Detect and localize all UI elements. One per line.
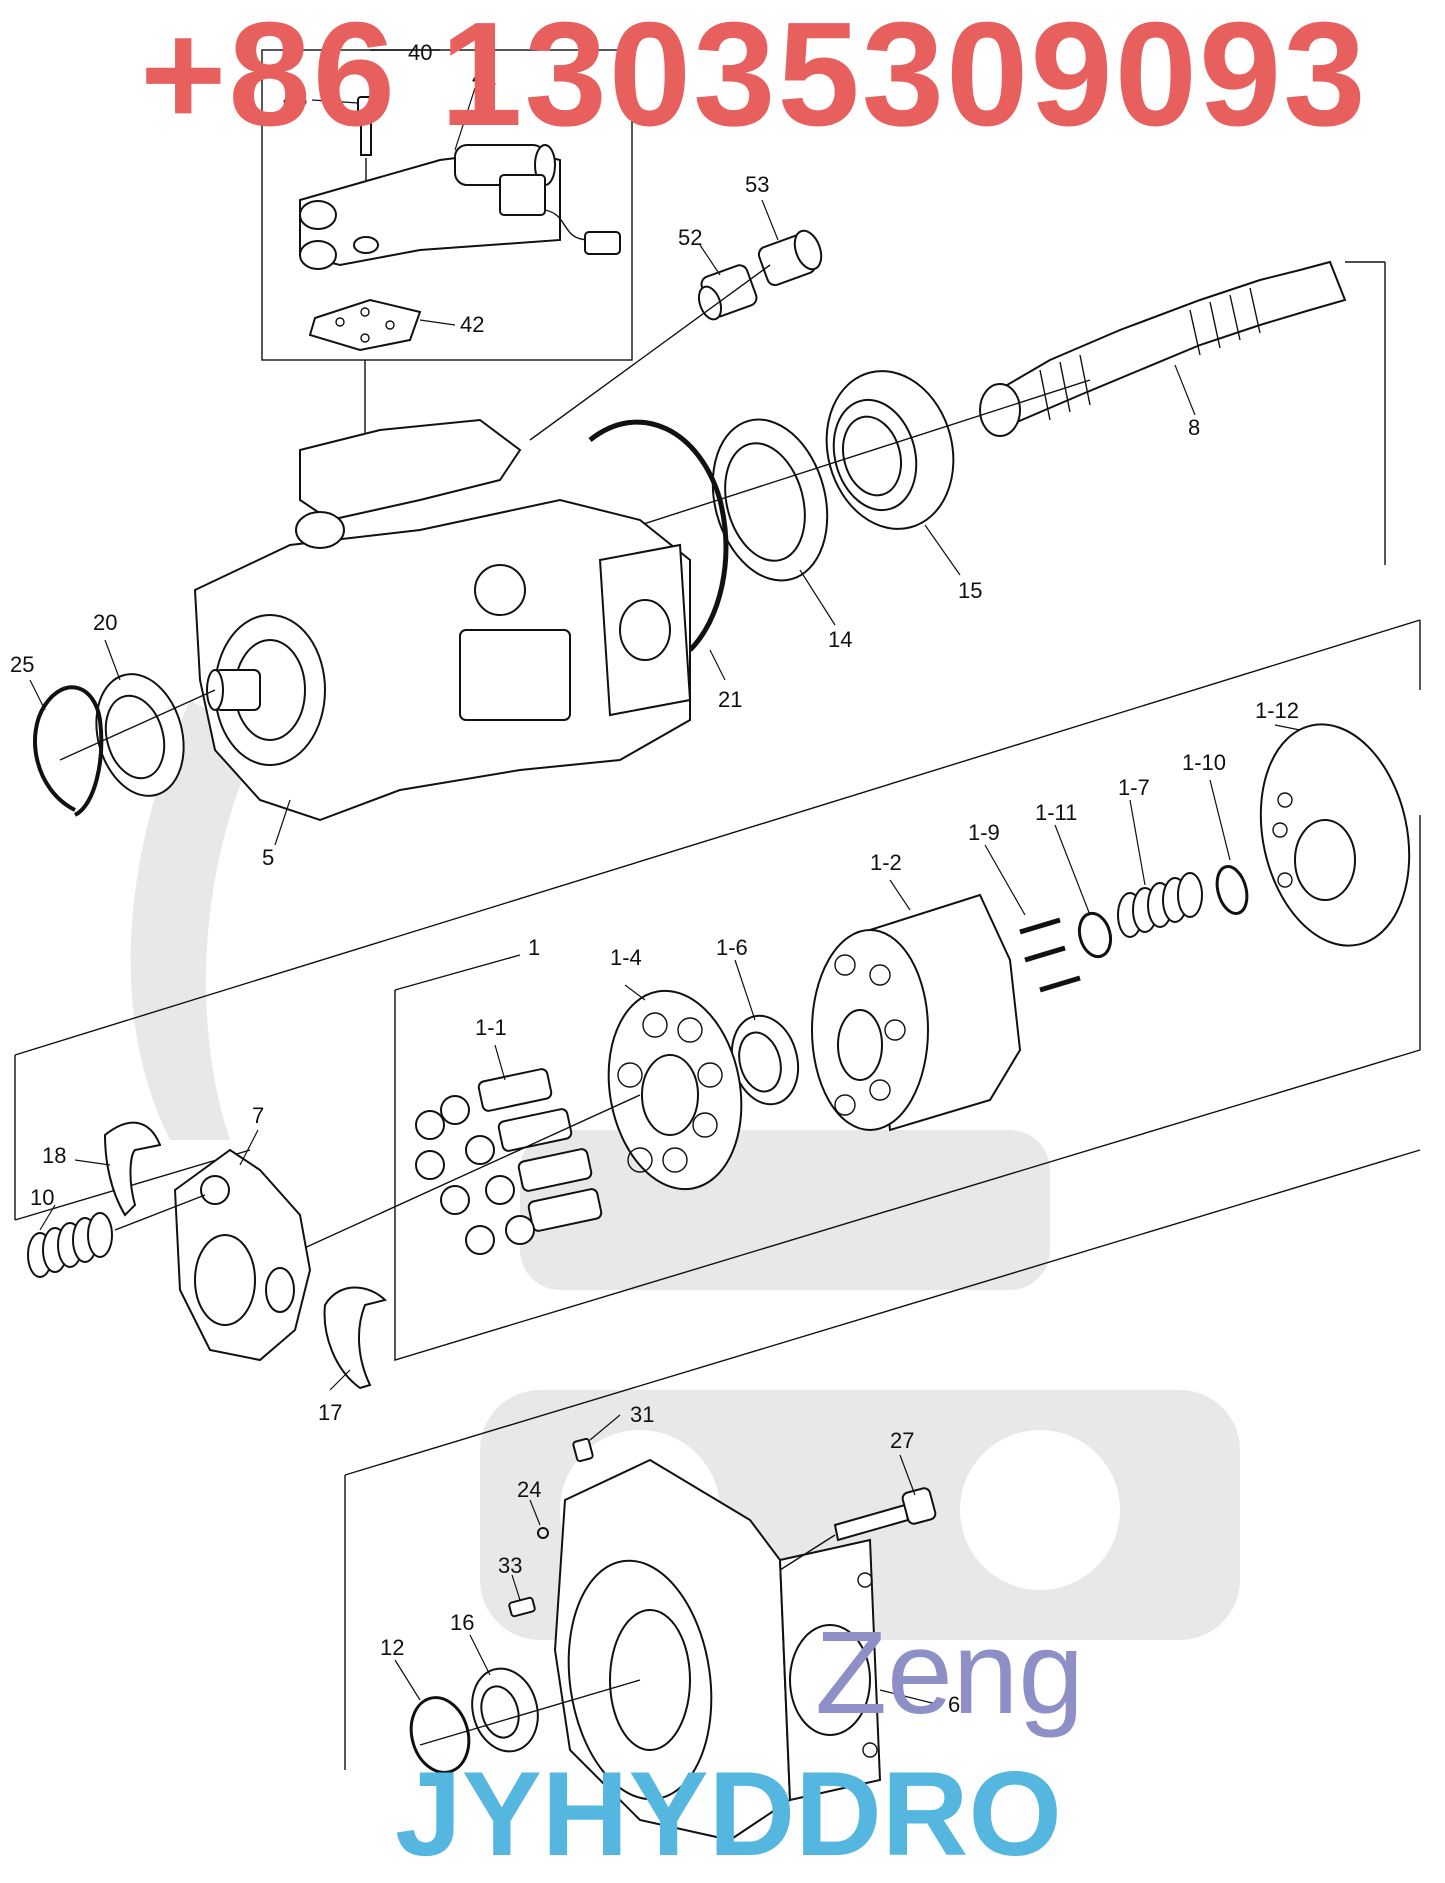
part-1-7-spring — [1117, 872, 1203, 938]
callout-20: 20 — [93, 610, 117, 635]
part-1-4-retainer-plate — [607, 989, 743, 1191]
part-1-2-cylinder-block — [811, 893, 1022, 1132]
callout-1-6: 1-6 — [716, 935, 748, 960]
part-1-9-pins — [1019, 917, 1081, 993]
callout-16: 16 — [450, 1610, 474, 1635]
callout-24: 24 — [517, 1477, 541, 1502]
brand-watermark: Zeng — [815, 1607, 1084, 1739]
callout-8: 8 — [1188, 415, 1200, 440]
part-14-seal — [711, 418, 829, 582]
callout-40: 40 — [408, 40, 432, 65]
callout-42: 42 — [460, 312, 484, 337]
part-33-pin — [508, 1596, 536, 1618]
part-1-1-pistons — [415, 1068, 603, 1255]
callout-1-11: 1-11 — [1035, 800, 1077, 825]
callout-18: 18 — [42, 1143, 66, 1168]
rotary-group-frame — [14, 619, 1421, 1361]
part-6-end-cover — [553, 1458, 882, 1842]
callout-1-12: 1-12 — [1255, 698, 1299, 723]
callout-52: 52 — [678, 225, 702, 250]
callout-25: 25 — [10, 652, 34, 677]
part-27-bolt — [779, 1487, 937, 1571]
part-41-control-valve — [299, 144, 621, 270]
part-18-bearing-shell — [103, 1121, 162, 1217]
part-1-10-ring — [1215, 865, 1249, 915]
callout-33: 33 — [498, 1553, 522, 1578]
part-25-snap-ring — [33, 685, 104, 817]
callout-6: 6 — [948, 1692, 960, 1717]
part-17-bearing-shell — [323, 1286, 387, 1390]
part-15-bearing — [825, 370, 955, 530]
part-5-pump-housing — [193, 418, 692, 822]
callout-1-4: 1-4 — [610, 945, 642, 970]
part-24-o-ring — [537, 1527, 549, 1539]
part-7-swashplate — [173, 1148, 312, 1362]
callout-1: 1 — [528, 935, 540, 960]
part-1-6-needle-bearing — [730, 1014, 800, 1106]
part-42-gasket — [308, 298, 422, 352]
callout-17: 17 — [318, 1400, 342, 1425]
part-12-snap-ring — [409, 1696, 471, 1774]
callout-41: 41 — [472, 65, 496, 90]
valve-group-frame — [261, 49, 633, 440]
callout-12: 12 — [380, 1635, 404, 1660]
callout-5: 5 — [262, 845, 274, 870]
callout-15: 15 — [958, 578, 982, 603]
part-20-bearing-ring — [95, 673, 185, 797]
company-watermark: JYHYDDRO — [395, 1747, 1062, 1881]
part-10-spring — [27, 1194, 206, 1278]
callout-43: 43 — [283, 86, 307, 111]
callout-27: 27 — [890, 1428, 914, 1453]
callout-53: 53 — [745, 172, 769, 197]
callout-labels: 40 41 43 42 53 52 8 15 14 21 20 25 5 1-1… — [10, 40, 1299, 1717]
callout-1-1: 1-1 — [475, 1015, 507, 1040]
part-52-sleeve — [697, 264, 758, 321]
callout-1-10: 1-10 — [1182, 750, 1226, 775]
part-53-plug — [757, 229, 823, 287]
callout-7: 7 — [252, 1103, 264, 1128]
callout-1-7: 1-7 — [1118, 775, 1150, 800]
callout-14: 14 — [828, 627, 852, 652]
callout-21: 21 — [718, 687, 742, 712]
callout-1-2: 1-2 — [870, 850, 902, 875]
end-cover-frame — [344, 1149, 1421, 1770]
part-31-pin — [572, 1437, 594, 1463]
part-8-drive-shaft — [979, 260, 1386, 565]
part-1-11-ring — [1077, 911, 1113, 959]
callout-1-9: 1-9 — [968, 820, 1000, 845]
callout-31: 31 — [630, 1402, 654, 1427]
leader-lines — [29, 87, 1301, 1706]
part-1-12-port-plate — [1259, 723, 1411, 947]
callout-10: 10 — [30, 1185, 54, 1210]
phone-watermark: +86 13035309093 — [140, 0, 1368, 157]
